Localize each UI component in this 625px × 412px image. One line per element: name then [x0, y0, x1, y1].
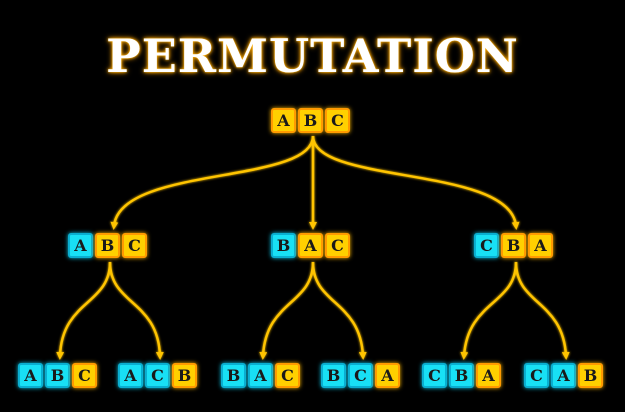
node-letter: C: [325, 233, 350, 258]
node-level1-cba: C B A: [474, 233, 553, 258]
node-level2-cba: C B A: [422, 363, 501, 388]
node-letter: B: [298, 108, 323, 133]
node-level2-bac: B A C: [221, 363, 300, 388]
node-letter: A: [528, 233, 553, 258]
node-level1-abc: A B C: [68, 233, 147, 258]
node-letter: C: [325, 108, 350, 133]
node-letter: A: [118, 363, 143, 388]
node-level2-cab: C A B: [524, 363, 603, 388]
node-letter: B: [271, 233, 296, 258]
node-letter: A: [68, 233, 93, 258]
node-letter: C: [275, 363, 300, 388]
node-letter: A: [551, 363, 576, 388]
edge-cba-to-cab: [514, 261, 570, 360]
node-letter: A: [248, 363, 273, 388]
node-level1-bac: B A C: [271, 233, 350, 258]
edge-bac-to-bca: [311, 261, 367, 360]
node-letter: C: [72, 363, 97, 388]
node-letter: B: [45, 363, 70, 388]
edge-bac-to-bac: [259, 261, 315, 360]
node-letter: A: [271, 108, 296, 133]
edge-cba-to-cba: [460, 261, 518, 360]
node-level2-abc: A B C: [18, 363, 97, 388]
node-letter: B: [321, 363, 346, 388]
edge-root-to-cba: [311, 135, 520, 230]
edge-abc-to-abc: [56, 261, 112, 360]
node-letter: A: [476, 363, 501, 388]
node-letter: A: [18, 363, 43, 388]
diagram-title: PERMUTATION: [106, 29, 519, 83]
node-root: A B C: [271, 108, 350, 133]
node-letter: C: [422, 363, 447, 388]
node-letter: A: [298, 233, 323, 258]
node-letter: B: [449, 363, 474, 388]
node-letter: B: [501, 233, 526, 258]
node-letter: C: [348, 363, 373, 388]
node-letter: C: [524, 363, 549, 388]
node-letter: B: [221, 363, 246, 388]
node-letter: B: [172, 363, 197, 388]
edge-root-to-abc: [110, 135, 315, 230]
node-level2-acb: A C B: [118, 363, 197, 388]
node-letter: C: [145, 363, 170, 388]
node-letter: C: [474, 233, 499, 258]
edge-abc-to-acb: [108, 261, 164, 360]
node-level2-bca: B C A: [321, 363, 400, 388]
node-letter: B: [578, 363, 603, 388]
node-letter: B: [95, 233, 120, 258]
node-letter: A: [375, 363, 400, 388]
node-letter: C: [122, 233, 147, 258]
